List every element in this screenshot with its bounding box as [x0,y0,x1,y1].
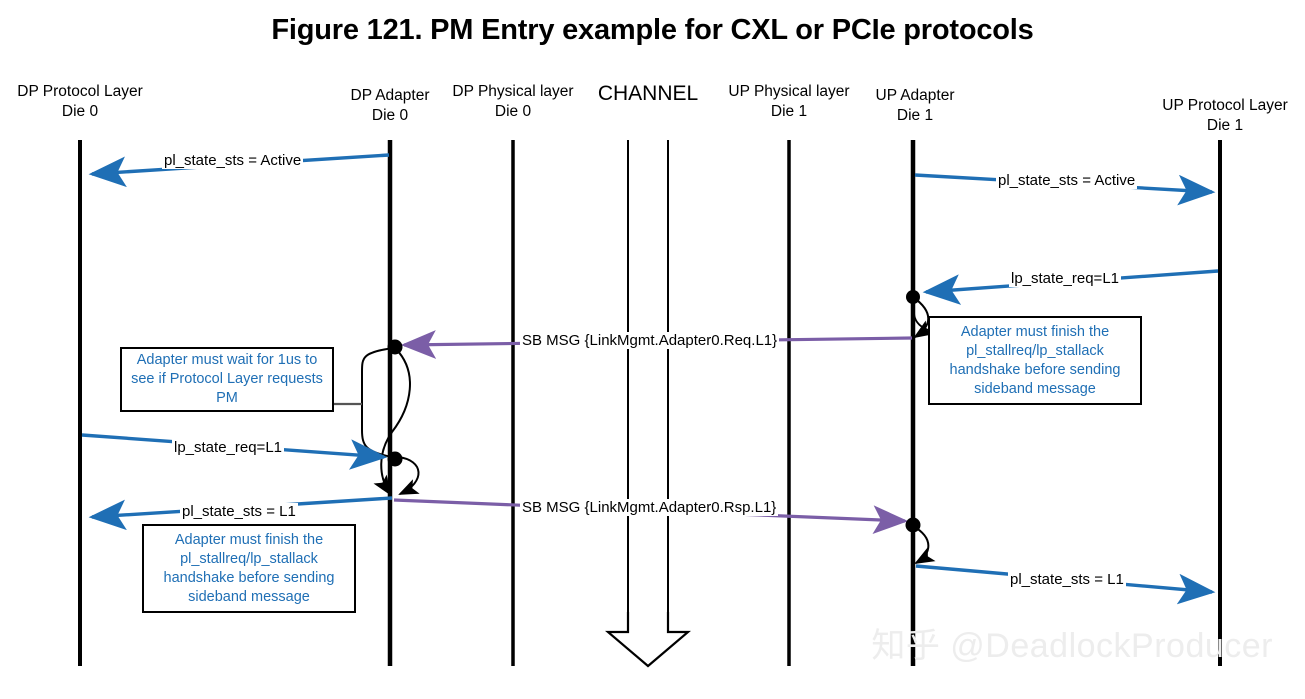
lane-label-line1: CHANNEL [597,82,699,105]
up-adapter-activation-curve-bottom [912,525,936,564]
lane-label-line2: Die 0 [371,107,409,124]
lane-header-dp-physical-layer-die0: DP Physical layer Die 0 [444,82,582,122]
message-label-lp-state-req-l1-up: lp_state_req=L1 [1009,270,1122,287]
lane-label-line1: UP Protocol Layer [1162,97,1288,114]
lane-label-line1: UP Adapter [875,87,955,104]
message-label-pl-state-sts-l1-up: pl_state_sts = L1 [1008,571,1126,588]
lane-header-up-adapter-die1: UP Adapter Die 1 [857,86,973,126]
message-label-pl-state-sts-l1-dp: pl_state_sts = L1 [180,503,298,520]
dp-adapter-stall-curve [397,456,420,495]
lane-label-line1: DP Adapter [350,87,430,104]
lane-label-line1: UP Physical layer [728,83,850,100]
figure-title: Figure 121. PM Entry example for CXL or … [271,14,1034,46]
lane-label-line1: DP Protocol Layer [17,83,143,100]
lane-header-up-physical-layer-die1: UP Physical layer Die 1 [718,82,860,122]
message-label-lp-state-req-l1-dp: lp_state_req=L1 [172,439,285,456]
lane-header-up-protocol-layer-die1: UP Protocol Layer Die 1 [1145,96,1305,136]
dp-adapter-activation-bracket [334,347,395,458]
note-wait-1us: Adapter must wait for 1us to see if Prot… [120,347,334,412]
lane-label-line2: Die 0 [61,103,99,120]
lane-label-line1: DP Physical layer [452,83,574,100]
lane-label-line2: Die 0 [494,103,532,120]
watermark: 知乎 @DeadlockProducer [871,627,1273,665]
note-up-handshake: Adapter must finish the pl_stallreq/lp_s… [928,316,1142,405]
lane-header-dp-protocol-layer-die0: DP Protocol Layer Die 0 [0,82,160,122]
note-up-handshake-leader [913,311,929,331]
message-label-sb-msg-req: SB MSG {LinkMgmt.Adapter0.Req.L1} [520,332,780,349]
dp-adapter-wait-curve [373,348,411,496]
note-dp-handshake: Adapter must finish the pl_stallreq/lp_s… [142,524,356,613]
message-label-pl-state-sts-active-dp: pl_state_sts = Active [162,152,304,169]
lane-label-line2: Die 1 [896,107,934,124]
message-label-sb-msg-rsp: SB MSG {LinkMgmt.Adapter0.Rsp.L1} [520,499,779,516]
message-label-pl-state-sts-active-up: pl_state_sts = Active [996,172,1138,189]
lane-header-dp-adapter-die0: DP Adapter Die 0 [330,86,450,126]
lane-label-line2: Die 1 [1206,117,1244,134]
channel-flow-arrow [605,612,691,668]
lane-header-channel: CHANNEL [578,82,718,105]
lane-label-line2: Die 1 [770,103,808,120]
